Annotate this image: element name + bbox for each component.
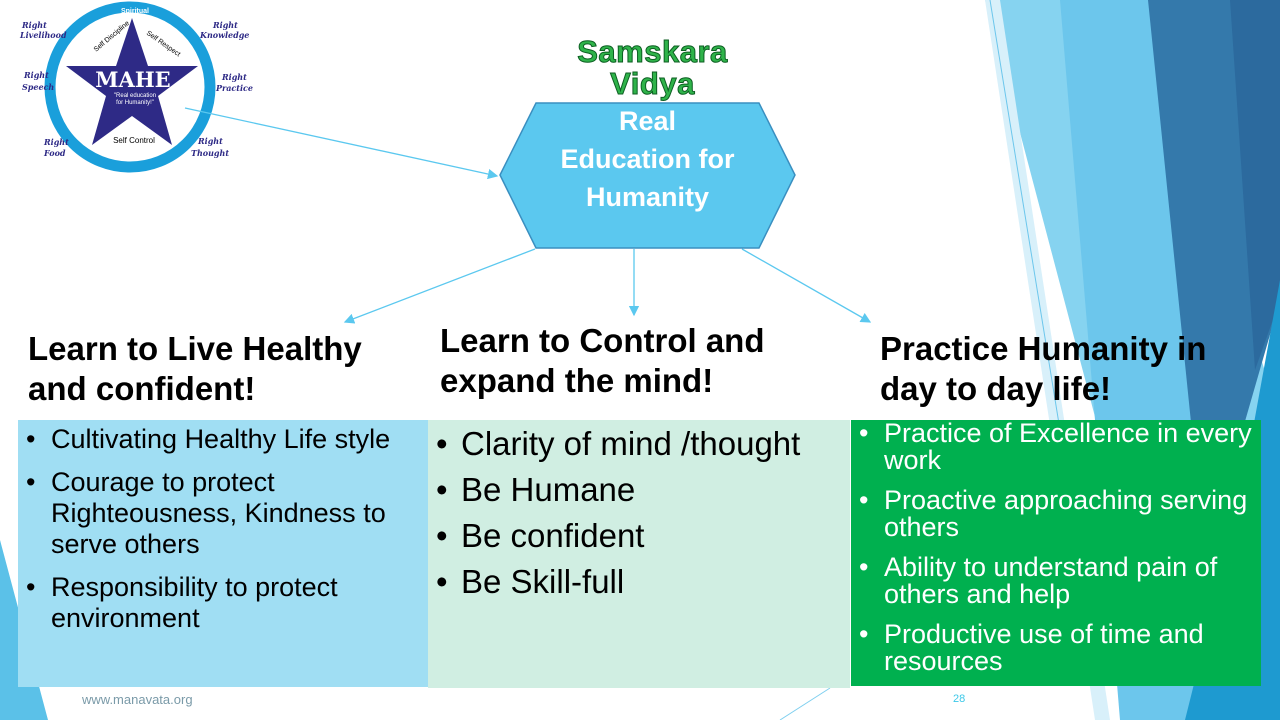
svg-text:Self Control: Self Control xyxy=(113,136,155,145)
list-item: Ability to understand pain of others and… xyxy=(851,554,1261,608)
svg-text:for Humanity!": for Humanity!" xyxy=(116,100,154,106)
footer-url: www.manavata.org xyxy=(82,692,193,707)
hexagon-shape xyxy=(499,102,796,249)
svg-text:Food: Food xyxy=(43,148,66,158)
svg-text:Right: Right xyxy=(221,72,247,82)
svg-text:Right: Right xyxy=(43,137,69,147)
svg-text:Right: Right xyxy=(23,70,49,80)
svg-text:"Real education: "Real education xyxy=(114,93,156,99)
logo-name: MAHE xyxy=(95,67,170,92)
list-item: Be Skill-full xyxy=(428,562,850,602)
svg-text:Livelihood: Livelihood xyxy=(19,30,67,40)
list-item: Be Humane xyxy=(428,470,850,510)
column-1-box: Cultivating Healthy Life style Courage t… xyxy=(18,420,428,687)
list-item: Courage to protect Righteousness, Kindne… xyxy=(18,467,428,560)
svg-text:Knowledge: Knowledge xyxy=(199,30,249,40)
column-2-box: Clarity of mind /thought Be Humane Be co… xyxy=(428,420,850,688)
mahe-logo: MAHE "Real education for Humanity!" Spir… xyxy=(19,1,253,173)
column-3-box: Practice of Excellence in every work Pro… xyxy=(851,420,1261,686)
list-item: Cultivating Healthy Life style xyxy=(18,424,428,455)
list-item: Proactive approaching serving others xyxy=(851,487,1261,541)
svg-text:Right: Right xyxy=(212,20,238,30)
svg-text:Thought: Thought xyxy=(191,148,229,158)
list-item: Clarity of mind /thought xyxy=(428,424,850,464)
list-item: Productive use of time and resources xyxy=(851,621,1261,675)
svg-text:Spiritual: Spiritual xyxy=(121,8,149,15)
svg-text:Right: Right xyxy=(197,136,223,146)
list-item: Practice of Excellence in every work xyxy=(851,420,1261,474)
svg-text:Right: Right xyxy=(21,20,47,30)
list-item: Responsibility to protect environment xyxy=(18,572,428,634)
svg-text:Practice: Practice xyxy=(215,83,253,93)
svg-text:Speech: Speech xyxy=(22,82,54,92)
list-item: Be confident xyxy=(428,516,850,556)
page-number: 28 xyxy=(953,693,966,705)
